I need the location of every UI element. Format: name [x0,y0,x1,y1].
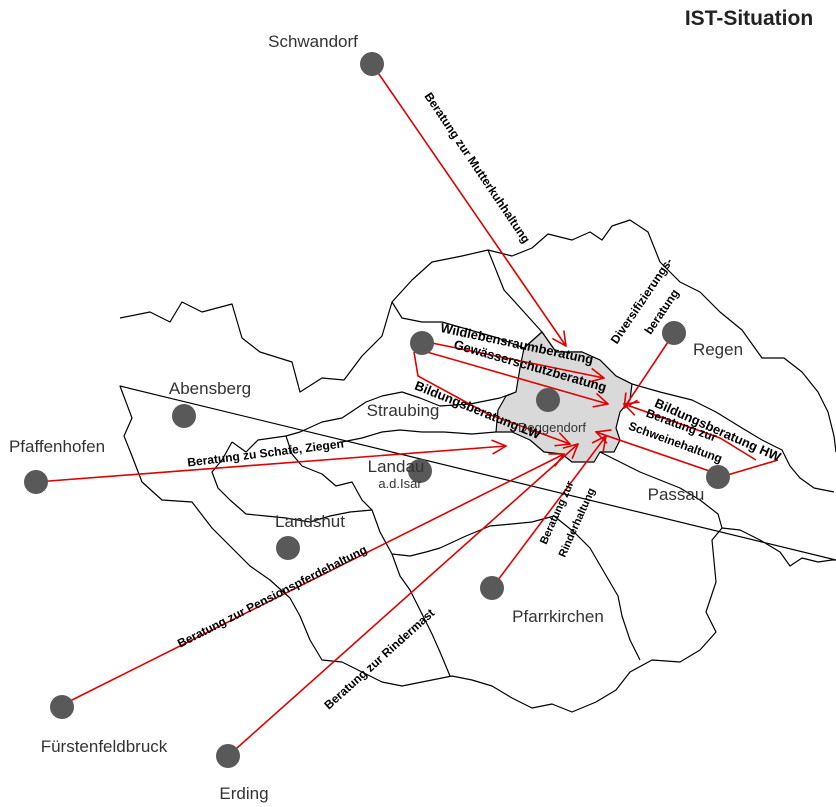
arrow-pfaffenhofen [35,446,506,483]
border-straubing [391,301,543,349]
arrow-erding [227,444,578,757]
label-fuerstenfeldbruck: Fürstenfeldbruck [41,737,168,756]
label-straubing: Straubing [367,401,440,420]
node-schwandorf [360,52,384,76]
arrow-fuerstenfeldbruck [61,454,564,706]
arrow-regen [624,332,675,408]
flow-label-mutterkuh: Beratung zur Mutterkuhhaltung [422,90,534,246]
outer-border [119,219,836,713]
node-deggendorf [536,388,560,412]
border-landau-left [285,435,513,557]
page-title: IST-Situation [685,7,813,30]
label-pfaffenhofen: Pfaffenhofen [9,437,105,456]
arrow-bildung-lw [413,351,570,444]
label-schwandorf: Schwandorf [268,32,358,51]
label-landau: Landau [368,457,425,476]
node-pfarrkirchen [480,576,504,600]
node-landau [408,459,432,483]
border-abensberg [231,391,517,453]
office-nodes [24,52,730,768]
label-deggendorf: Deggendorf [518,420,586,435]
label-pfarrkirchen: Pfarrkirchen [512,607,604,626]
flow-arrows [35,63,779,757]
node-erding [216,744,240,768]
arrow-pfarrkirchen [491,436,606,589]
arrow-wildlebensraum [421,340,604,378]
arrow-gewaesserschutz [419,349,608,404]
label-erding: Erding [219,784,268,803]
node-fuerstenfeldbruck [50,695,74,719]
node-abensberg [172,404,196,428]
border-landshut [211,441,373,523]
node-pfaffenhofen [24,470,48,494]
border-pfarrkirchen [391,553,451,677]
node-straubing [410,331,434,355]
node-landshut [276,536,300,560]
node-regen [662,321,686,345]
place-labels: Schwandorf Regen Abensberg Straubing Deg… [9,32,743,803]
border-landau-top [341,429,497,443]
label-passau: Passau [648,485,705,504]
district-borders [119,219,836,713]
arrow-bildung-hw [624,404,757,461]
arrow-schwandorf [371,63,566,346]
label-landshut: Landshut [275,512,345,531]
border-passau [599,451,723,529]
label-regen: Regen [693,340,743,359]
node-passau [706,465,730,489]
flow-label-pensionspferd: Beratung zur Pensionspferdehaltung [175,542,369,650]
label-abensberg: Abensberg [169,379,251,398]
label-landau-sub: a.d.Isar [378,476,422,491]
flow-labels: Beratung zur Mutterkuhhaltung Diversifiz… [175,90,784,712]
